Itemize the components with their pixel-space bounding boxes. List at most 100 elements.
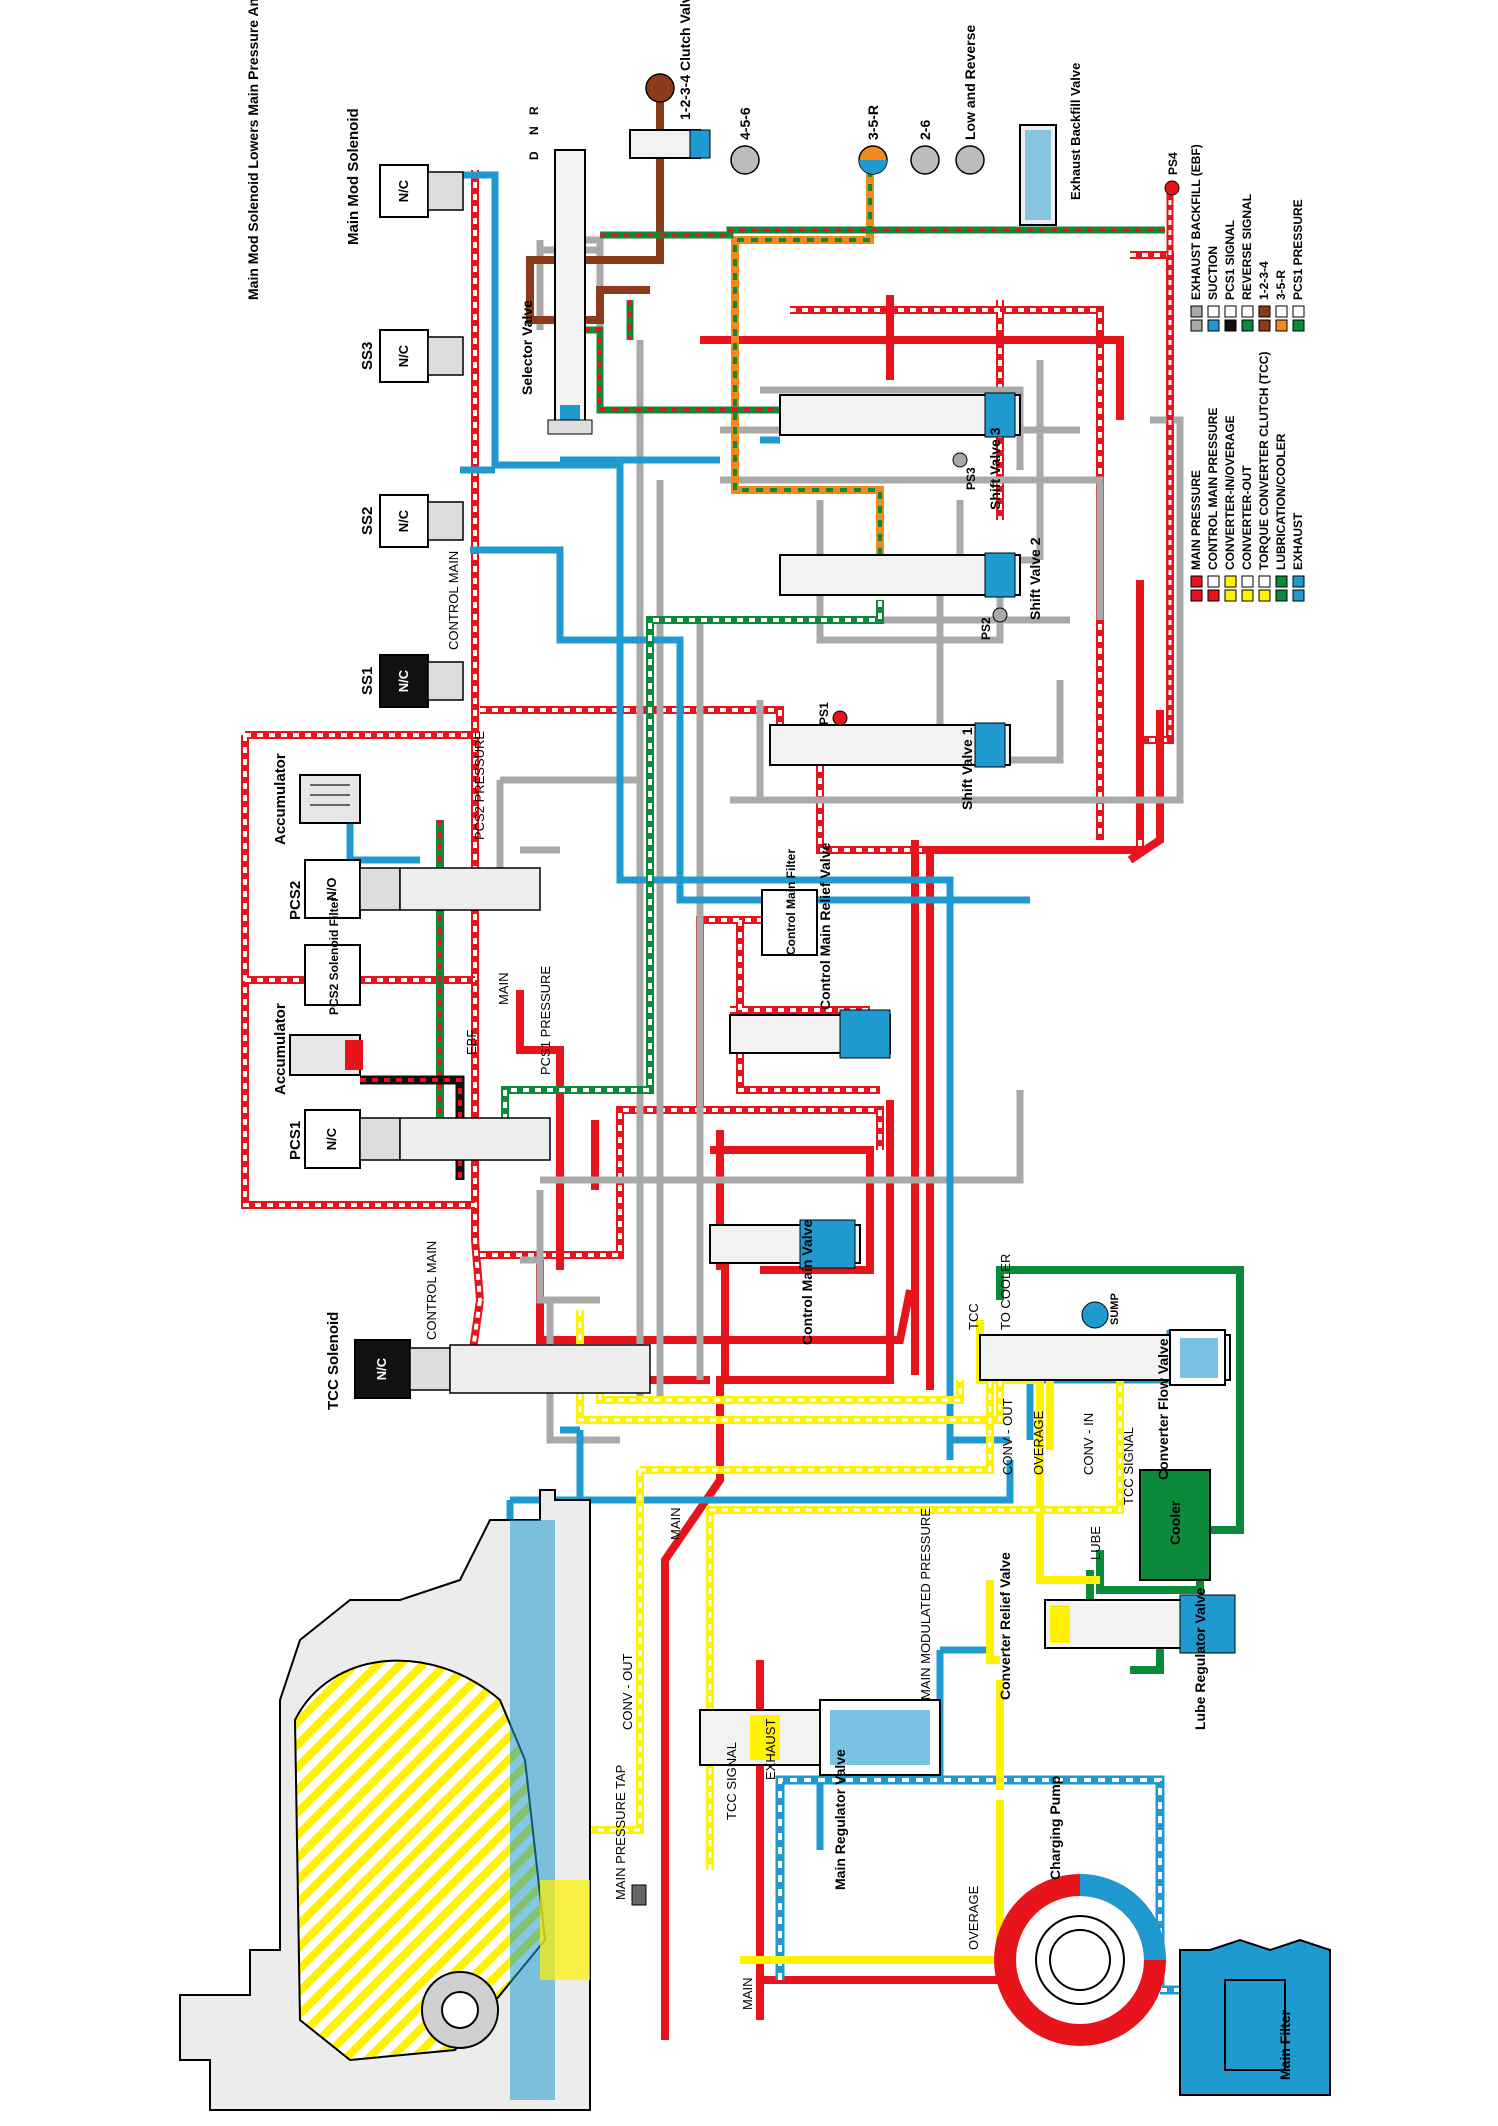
label-control-main-valve: Control Main Valve bbox=[799, 1220, 815, 1345]
cooler bbox=[1139, 1469, 1211, 1581]
label-lube-regulator: Lube Regulator Valve bbox=[1192, 1587, 1208, 1730]
c26-indicator bbox=[910, 145, 940, 175]
legend_right-swatch-3 bbox=[1241, 319, 1254, 332]
label-accumulator-bottom: Accumulator bbox=[272, 1003, 289, 1095]
label-control-main-1: CONTROL MAIN bbox=[446, 551, 461, 650]
legend_left-swatch-b-3 bbox=[1241, 575, 1254, 588]
torque-converter-housing bbox=[179, 1489, 591, 2111]
label-c26: 2-6 bbox=[917, 120, 933, 140]
main-pressure-tap bbox=[631, 1884, 647, 1906]
label-ebf: EBF bbox=[464, 1030, 479, 1055]
legend_left-swatch-b-6 bbox=[1292, 575, 1305, 588]
label-control-main-2: CONTROL MAIN bbox=[424, 1241, 439, 1340]
legend_left-swatch-1 bbox=[1207, 589, 1220, 602]
accumulator-top bbox=[299, 774, 361, 824]
legend_right-label-3: REVERSE SIGNAL bbox=[1240, 194, 1254, 300]
legend_left-swatch-b-4 bbox=[1258, 575, 1271, 588]
ss3-nc: N/C bbox=[396, 344, 411, 367]
label-tcc-solenoid: TCC Solenoid bbox=[325, 1312, 342, 1410]
selector-valve bbox=[547, 149, 593, 435]
main-regulator-valve bbox=[699, 1699, 941, 1776]
pcs2-no: N/O bbox=[324, 877, 339, 900]
label-main-1: MAIN bbox=[496, 973, 511, 1006]
main-mod-solenoid: N/C bbox=[379, 164, 464, 218]
legend_right-swatch-0 bbox=[1190, 319, 1203, 332]
label-tcc-signal-1: TCC SIGNAL bbox=[1121, 1427, 1136, 1505]
legend_left-swatch-b-5 bbox=[1275, 575, 1288, 588]
c1234-line bbox=[526, 100, 664, 324]
label-charging-pump: Charging Pump bbox=[1047, 1776, 1063, 1880]
ss2-solenoid: N/C bbox=[379, 494, 464, 548]
converter-relief-valve bbox=[1044, 1594, 1236, 1654]
legend_right-swatch-b-2 bbox=[1224, 305, 1237, 318]
label-ps2: PS2 bbox=[979, 617, 993, 640]
charging-pump bbox=[994, 1874, 1166, 2046]
label-prnd-n: N bbox=[527, 126, 541, 135]
legend_right-swatch-1 bbox=[1207, 319, 1220, 332]
clutch-valve-1234 bbox=[629, 129, 711, 159]
legend_left-label-0: MAIN PRESSURE bbox=[1189, 470, 1203, 570]
label-pcs1-pressure: PCS1 PRESSURE bbox=[538, 966, 553, 1075]
converter-flow-valve bbox=[979, 1301, 1231, 1386]
c1234-indicator bbox=[645, 73, 675, 103]
label-exhaust: EXHAUST bbox=[763, 1719, 778, 1780]
ps4-indicator bbox=[1164, 180, 1180, 196]
legend_right-swatch-b-4 bbox=[1258, 305, 1271, 318]
pcs2-solenoid-filter bbox=[304, 944, 361, 1006]
label-lube: LUBE bbox=[1088, 1526, 1103, 1560]
label-control-main-filter: Control Main Filter bbox=[784, 849, 798, 955]
labels: Main Mod Solenoid Lowers Main Pressure A… bbox=[245, 0, 1293, 2080]
label-main-filter: Main Filter bbox=[1277, 2009, 1293, 2080]
low-reverse-indicator bbox=[955, 145, 985, 175]
legend_right-label-2: PCS1 SIGNAL bbox=[1223, 220, 1237, 300]
pcs1-solenoid: N/C bbox=[304, 1109, 551, 1169]
label-ebf-valve: Exhaust Backfill Valve bbox=[1068, 63, 1083, 200]
label-ps1: PS1 bbox=[817, 702, 831, 725]
label-pcs2-pressure: PCS2 PRESSURE bbox=[472, 731, 487, 840]
label-converter-relief: Converter Relief Valve bbox=[997, 1552, 1013, 1700]
label-shift-valve-3: Shift Valve 3 bbox=[987, 427, 1003, 510]
label-pcs2: PCS2 bbox=[287, 881, 304, 920]
label-ss2: SS2 bbox=[359, 507, 376, 535]
label-c35r: 3-5-R bbox=[865, 105, 881, 140]
label-ps4: PS4 bbox=[1166, 152, 1180, 175]
legend_right-label-6: PCS1 PRESSURE bbox=[1291, 199, 1305, 300]
label-pcs2-filter: PCS2 Solenoid Filter bbox=[327, 897, 341, 1015]
legend_left-label-5: LUBRICATION/COOLER bbox=[1274, 433, 1288, 570]
legend_right-swatch-b-5 bbox=[1275, 305, 1288, 318]
ss1-solenoid: N/C bbox=[379, 654, 464, 708]
label-prnd-r: R bbox=[527, 106, 541, 115]
legend_left-swatch-b-1 bbox=[1207, 575, 1220, 588]
components: N/C N/C N/C N/C N/O bbox=[179, 73, 1331, 2111]
main-mod-nc: N/C bbox=[396, 179, 411, 202]
legend_right-label-1: SUCTION bbox=[1206, 246, 1220, 300]
sump-indicator bbox=[1081, 1301, 1109, 1329]
note-text: Main Mod Solenoid Lowers Main Pressure A… bbox=[245, 0, 261, 300]
pcs1-pressure-line bbox=[501, 600, 884, 1120]
legend_right-swatch-6 bbox=[1292, 319, 1305, 332]
exhaust-backfill-valve bbox=[1019, 124, 1057, 226]
legend_right-swatch-b-3 bbox=[1241, 305, 1254, 318]
label-tcc: TCC bbox=[966, 1303, 981, 1330]
ss2-nc: N/C bbox=[396, 509, 411, 532]
legend_left-label-1: CONTROL MAIN PRESSURE bbox=[1206, 408, 1220, 570]
label-c456: 4-5-6 bbox=[737, 107, 753, 140]
control-main-valve bbox=[709, 1219, 861, 1269]
label-control-main-relief: Control Main Relief Valve bbox=[817, 843, 833, 1010]
label-cooler: Cooler bbox=[1167, 1500, 1183, 1545]
label-shift-valve-1: Shift Valve 1 bbox=[959, 727, 975, 810]
legend_left-label-3: CONVERTER-OUT bbox=[1240, 465, 1254, 570]
label-ss1: SS1 bbox=[359, 667, 376, 695]
legend_left-swatch-5 bbox=[1275, 589, 1288, 602]
tcc-solenoid: N/C bbox=[354, 1339, 651, 1399]
legend_right-swatch-b-6 bbox=[1292, 305, 1305, 318]
label-main-modulated: MAIN MODULATED PRESSURE bbox=[918, 1508, 933, 1700]
ps2-switch bbox=[992, 607, 1008, 623]
legend_left-swatch-b-2 bbox=[1224, 575, 1237, 588]
legend_left-label-6: EXHAUST bbox=[1291, 512, 1305, 570]
legend_right-swatch-4 bbox=[1258, 319, 1271, 332]
label-conv-out-2: CONV - OUT bbox=[620, 1653, 635, 1730]
legend_right-swatch-2 bbox=[1224, 319, 1237, 332]
